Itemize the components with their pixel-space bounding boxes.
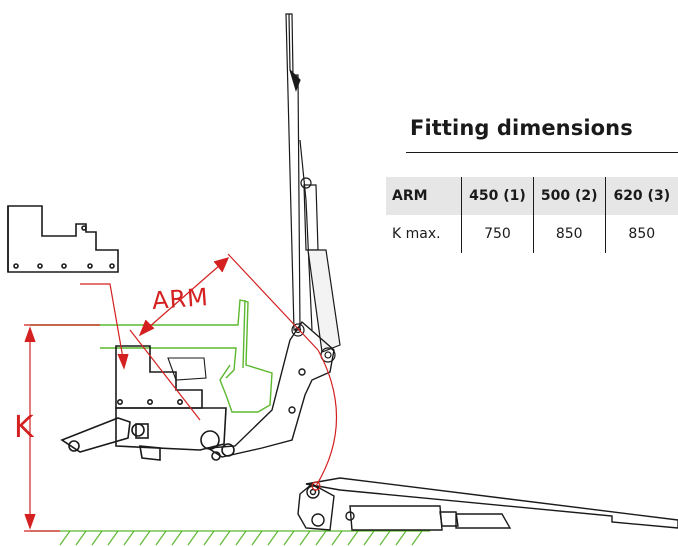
ground-hatching bbox=[30, 530, 430, 546]
table-cell: 750 bbox=[461, 215, 534, 253]
title-divider bbox=[406, 152, 678, 153]
vertical-platform bbox=[285, 13, 313, 331]
fitting-dimensions-table: ARM 450 (1) 500 (2) 620 (3) K max. 750 8… bbox=[386, 177, 678, 253]
header-cell: 500 (2) bbox=[532, 177, 606, 215]
arm-dimension-label: ARM bbox=[151, 283, 210, 315]
dimension-lines bbox=[24, 253, 338, 532]
table-cell: K max. bbox=[392, 226, 441, 242]
header-cell: 450 (1) bbox=[461, 177, 534, 215]
fitting-dimensions-title: Fitting dimensions bbox=[410, 116, 633, 140]
table-cell: 850 bbox=[604, 215, 678, 253]
vehicle-outline bbox=[30, 299, 273, 413]
lift-arm bbox=[205, 320, 335, 458]
table-header-row: ARM 450 (1) 500 (2) 620 (3) bbox=[386, 177, 678, 215]
ground-platform bbox=[297, 477, 678, 531]
table-row: K max. 750 850 850 bbox=[386, 215, 678, 253]
detail-view bbox=[7, 205, 119, 273]
header-cell: ARM bbox=[386, 177, 462, 215]
header-cell: 620 (3) bbox=[604, 177, 678, 215]
k-dimension-label: K bbox=[14, 410, 34, 445]
lift-body bbox=[60, 345, 235, 461]
table-cell: 850 bbox=[532, 215, 606, 253]
